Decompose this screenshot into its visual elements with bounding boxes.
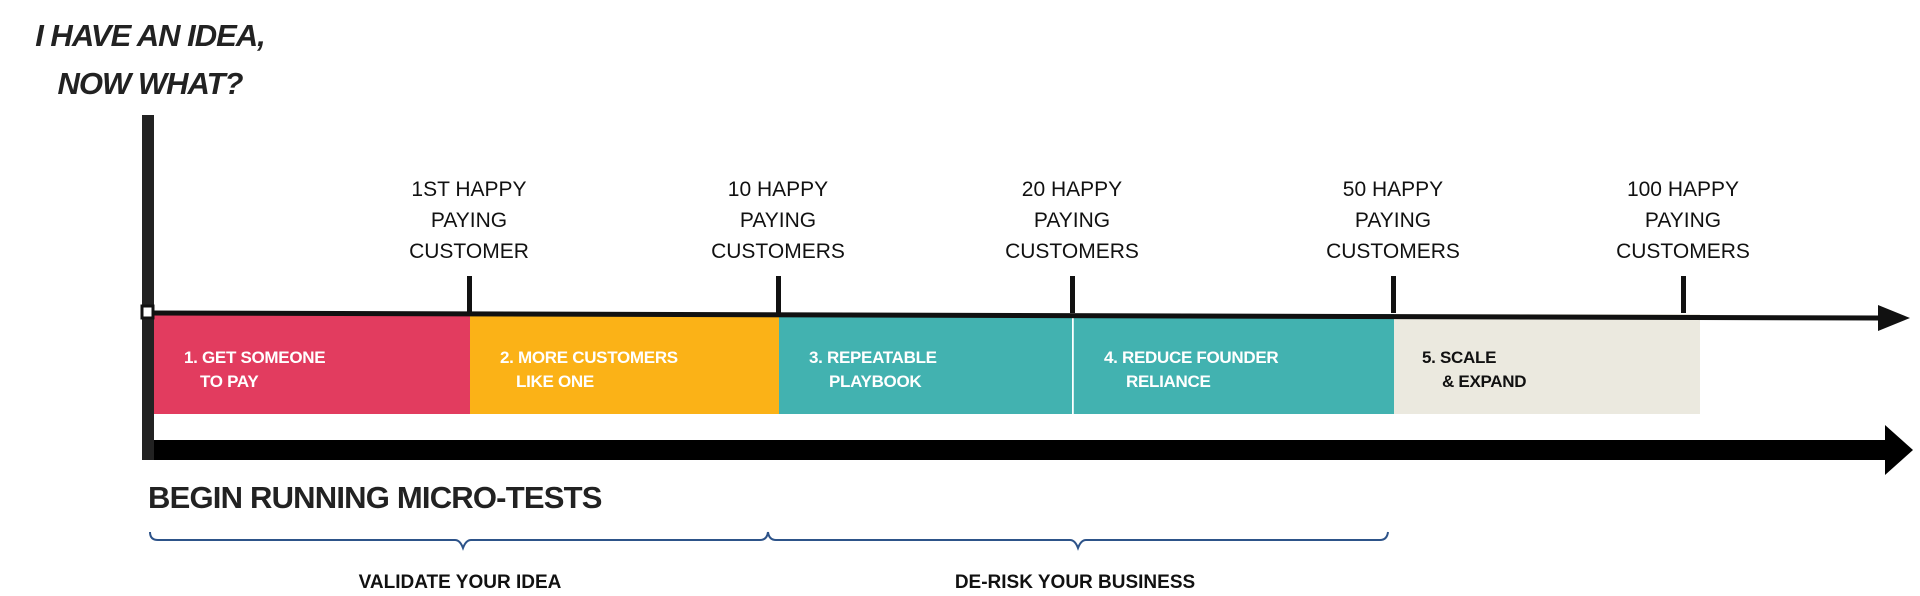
- milestone-timeline-axis: [149, 310, 1881, 321]
- micro-tests-arrowhead: [1885, 425, 1913, 475]
- title-line-1: I HAVE AN IDEA,: [35, 18, 266, 53]
- start-vertical-bar: [142, 115, 154, 460]
- milestone-tick-100: [1681, 276, 1686, 313]
- micro-tests-label: BEGIN RUNNING MICRO-TESTS: [148, 480, 602, 515]
- milestone-tick-50: [1391, 276, 1396, 313]
- validate-brace: [149, 531, 769, 551]
- start-marker: [140, 304, 155, 320]
- axis-arrowhead: [1878, 305, 1910, 331]
- phase-derisk-label: DE-RISK YOUR BUSINESS: [954, 572, 1196, 593]
- derisk-brace: [767, 531, 1389, 551]
- milestone-tick-20: [1070, 276, 1075, 313]
- stage-5-block: 5. SCALE& EXPAND: [1394, 314, 1700, 414]
- micro-tests-arrow-bar: [154, 440, 1899, 460]
- milestone-tick-1: [467, 276, 472, 313]
- phase-validate-label: VALIDATE YOUR IDEA: [358, 572, 562, 593]
- milestone-tick-10: [776, 276, 781, 313]
- title-line-2: NOW WHAT?: [57, 66, 244, 101]
